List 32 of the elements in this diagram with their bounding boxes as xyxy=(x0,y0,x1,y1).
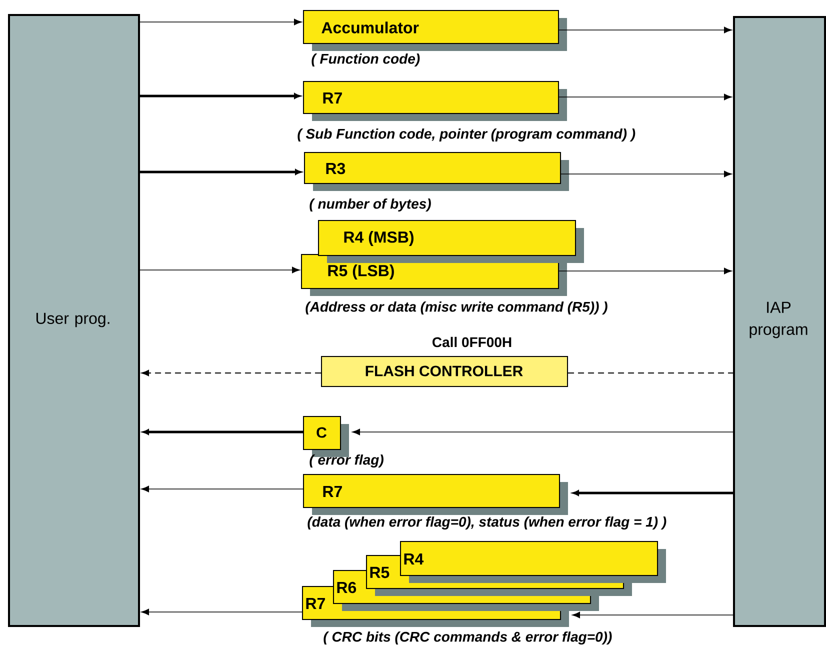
arrow xyxy=(142,429,303,435)
arrow xyxy=(572,490,733,496)
register-box: R7 xyxy=(303,474,568,515)
arrow xyxy=(140,93,300,99)
node-label: ( error flag) xyxy=(310,454,384,468)
arrow xyxy=(142,370,322,376)
node-label: ( Function code) xyxy=(312,53,420,67)
program-box: IAP program xyxy=(733,16,826,627)
arrow xyxy=(558,94,732,100)
arrow xyxy=(141,486,304,492)
arrow xyxy=(352,428,734,436)
node-label: ( Sub Function code, pointer (program command) ) xyxy=(298,128,636,142)
arrow xyxy=(572,612,734,618)
arrow xyxy=(141,608,302,616)
register-box: R4 (MSB) xyxy=(318,220,584,263)
arrow xyxy=(140,169,302,175)
register-box: R4 xyxy=(400,541,666,583)
register-box: R3 xyxy=(304,152,569,191)
call-label: Call 0FF00H xyxy=(432,336,512,348)
node-label: ( CRC bits (CRC commands & error flag=0)) xyxy=(324,631,612,645)
arrow xyxy=(140,266,300,274)
node-label: (Address or data (misc write command (R5)) ) xyxy=(306,301,608,315)
program-box: User prog. xyxy=(8,14,140,627)
register-box: Accumulator xyxy=(303,10,567,51)
controller-box: FLASH CONTROLLER xyxy=(321,356,568,387)
arrow xyxy=(560,170,732,178)
arrow xyxy=(558,268,732,274)
arrow xyxy=(140,18,302,26)
arrow xyxy=(558,26,732,34)
register-box: R7 xyxy=(303,81,567,121)
node-label: (data (when error flag=0), status (when error flag = 1) ) xyxy=(308,516,666,530)
node-label: ( number of bytes) xyxy=(310,198,431,212)
